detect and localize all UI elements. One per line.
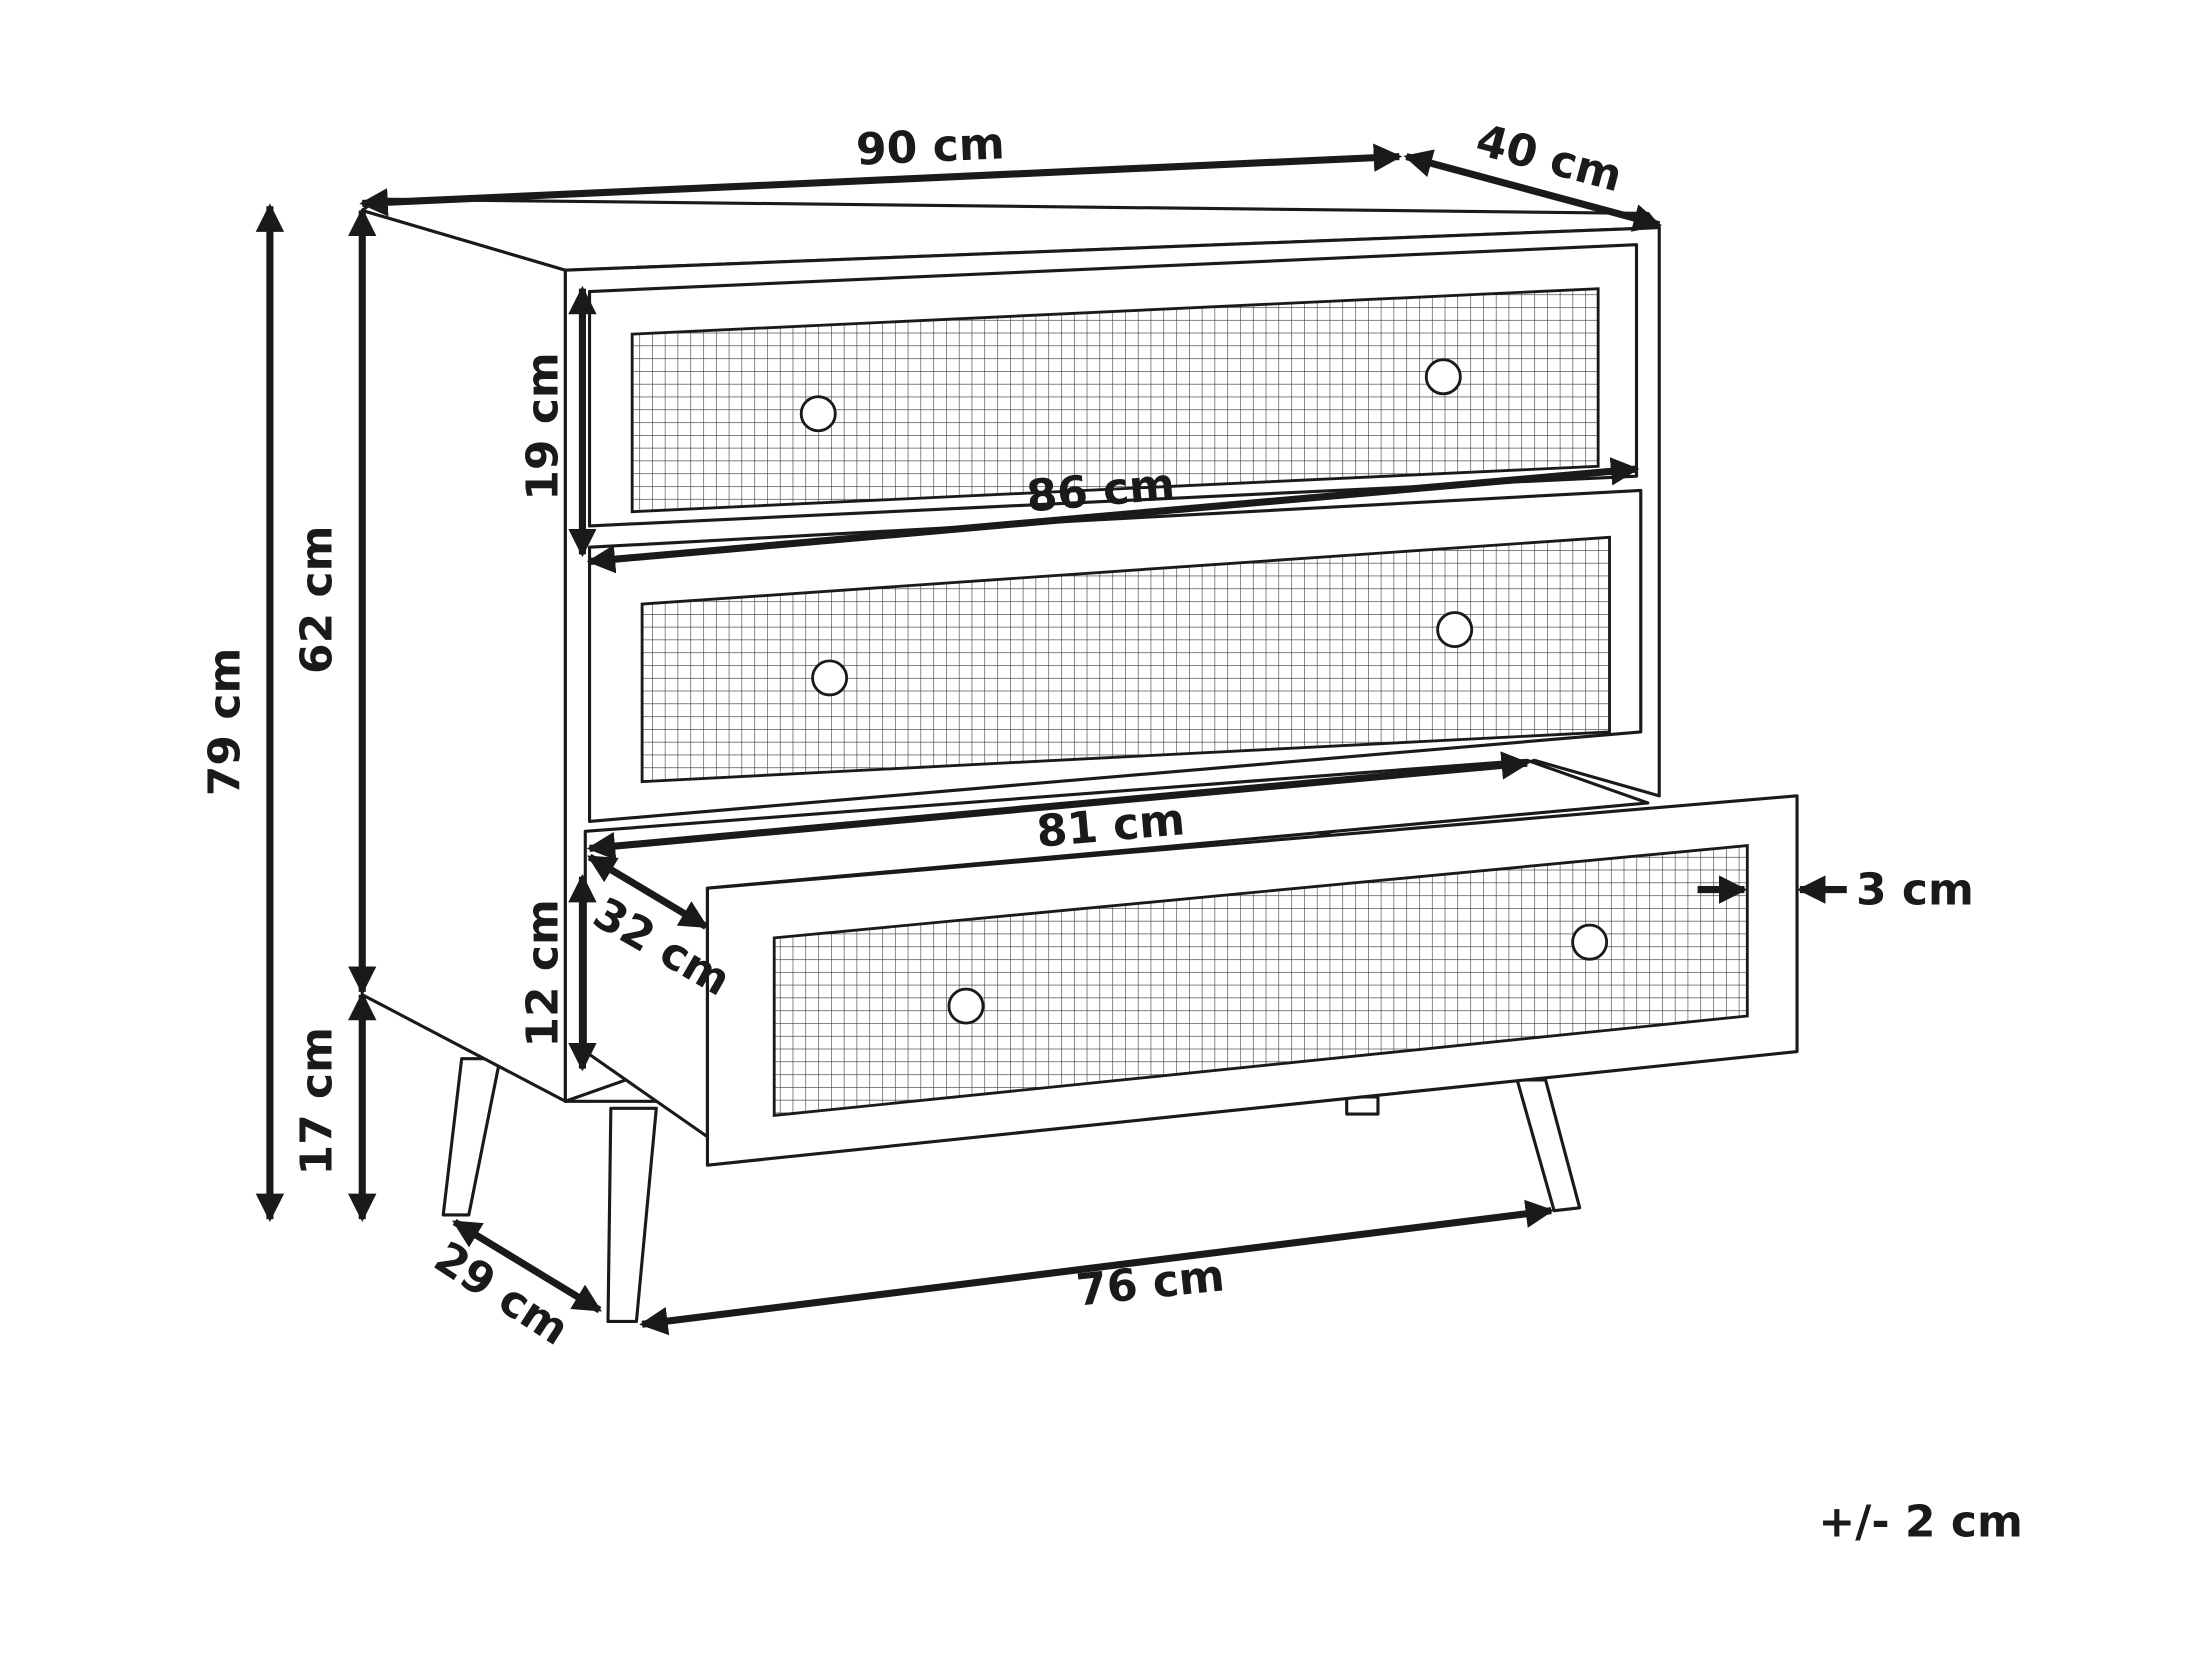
drawer-3-knob-left: [947, 987, 985, 1025]
front-thickness-label: 3 cm: [1856, 864, 1974, 915]
drawer-2-knob-right: [1436, 611, 1474, 649]
total-height-label: 79 cm: [199, 648, 250, 797]
body-height-label: 62 cm: [292, 526, 343, 675]
leg-depth-arrow: [452, 1218, 602, 1314]
leg-height-label: 17 cm: [292, 1027, 343, 1176]
width-arrow: [359, 143, 1403, 217]
drawer-3-mesh: [772, 843, 1749, 1118]
drawer-inner-width-arrow: [586, 751, 1530, 861]
leg-width-label: 76 cm: [1074, 1250, 1227, 1316]
drawer-2-knob-left: [811, 659, 849, 697]
leg-width-arrow: [639, 1199, 1555, 1336]
leg-back-right: [1515, 1078, 1582, 1213]
drawer-1-knob-left: [799, 395, 837, 433]
drawer-1-knob-right: [1424, 358, 1462, 396]
depth-label: 40 cm: [1471, 115, 1628, 203]
drawer-width-arrow: [586, 457, 1640, 574]
drawer-inner-height-label: 12 cm: [518, 899, 569, 1048]
leg-front-left: [606, 1106, 658, 1324]
leg-back-left: [441, 1057, 502, 1217]
depth-arrow: [1403, 149, 1662, 232]
drawer-height-label: 19 cm: [518, 352, 569, 501]
width-label: 90 cm: [855, 118, 1006, 175]
drawer-3-knob-right: [1571, 923, 1609, 961]
tolerance-label: +/- 2 cm: [1818, 1497, 2022, 1548]
drawer-inner-depth-arrow: [587, 853, 709, 930]
